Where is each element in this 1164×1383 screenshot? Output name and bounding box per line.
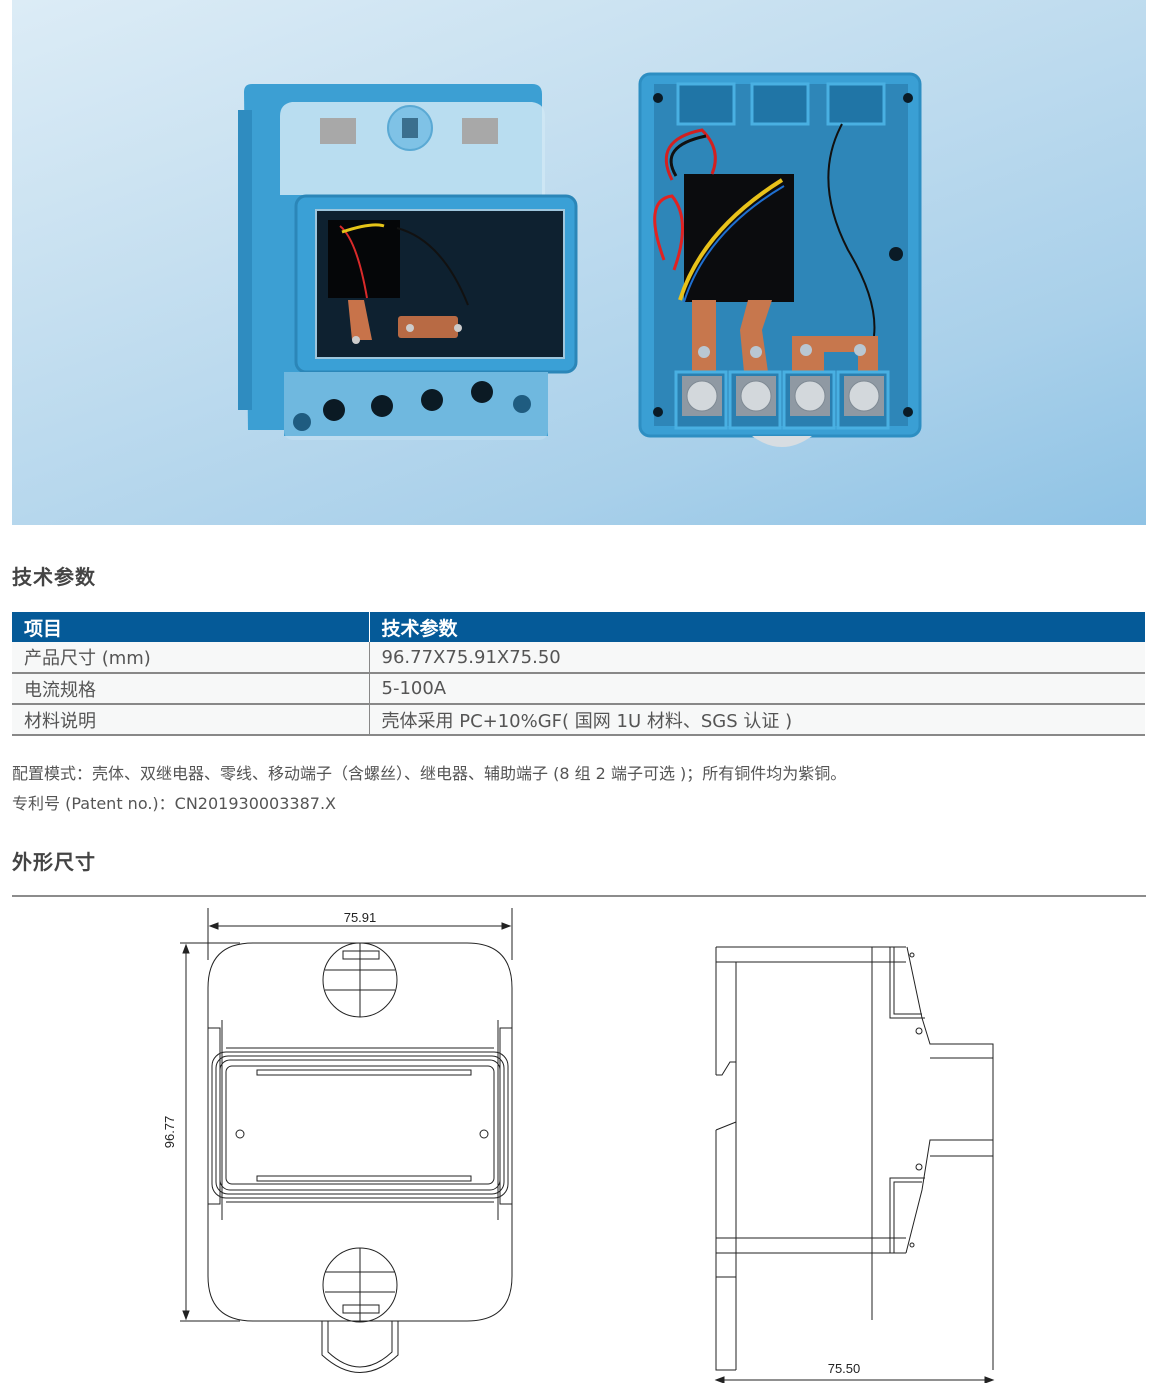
spec-table-header-row: 项目 技术参数 [12,612,1145,642]
product-photo [238,72,922,447]
config-note: 配置模式：壳体、双继电器、零线、移动端子（含螺丝）、继电器、辅助端子 (8 组 … [12,764,847,783]
row-value: 96.77X75.91X75.50 [369,642,1145,674]
depth-dimension-label: 75.50 [828,1361,861,1376]
row-label: 电流规格 [12,673,370,705]
row-label: 产品尺寸 (mm) [12,642,370,674]
section-divider [12,895,1146,897]
column-header-item: 项目 [12,612,370,642]
row-value: 5-100A [369,673,1145,705]
row-label: 材料说明 [12,704,370,736]
meter-enclosure-open-interior [638,72,922,447]
spec-table: 项目 技术参数 产品尺寸 (mm) 96.77X75.91X75.50 电流规格… [12,612,1145,736]
table-row: 电流规格 5-100A [12,673,1145,705]
column-header-param: 技术参数 [369,612,1145,642]
height-dimension-label: 96.77 [162,1116,177,1149]
patent-note: 专利号 (Patent no.)：CN201930003387.X [12,794,337,813]
dimensions-title: 外形尺寸 [12,850,96,874]
table-row: 材料说明 壳体采用 PC+10%GF( 国网 1U 材料、SGS 认证 ) [12,704,1145,736]
front-view-drawing: 75.91 96.77 [162,908,513,1373]
width-dimension-label: 75.91 [344,910,377,925]
side-view-drawing: 75.50 [714,946,995,1383]
row-value: 壳体采用 PC+10%GF( 国网 1U 材料、SGS 认证 ) [369,704,1145,736]
product-photo-banner [12,0,1146,525]
table-row: 产品尺寸 (mm) 96.77X75.91X75.50 [12,642,1145,674]
meter-enclosure-front-view [238,84,578,440]
tech-params-title: 技术参数 [12,565,96,589]
